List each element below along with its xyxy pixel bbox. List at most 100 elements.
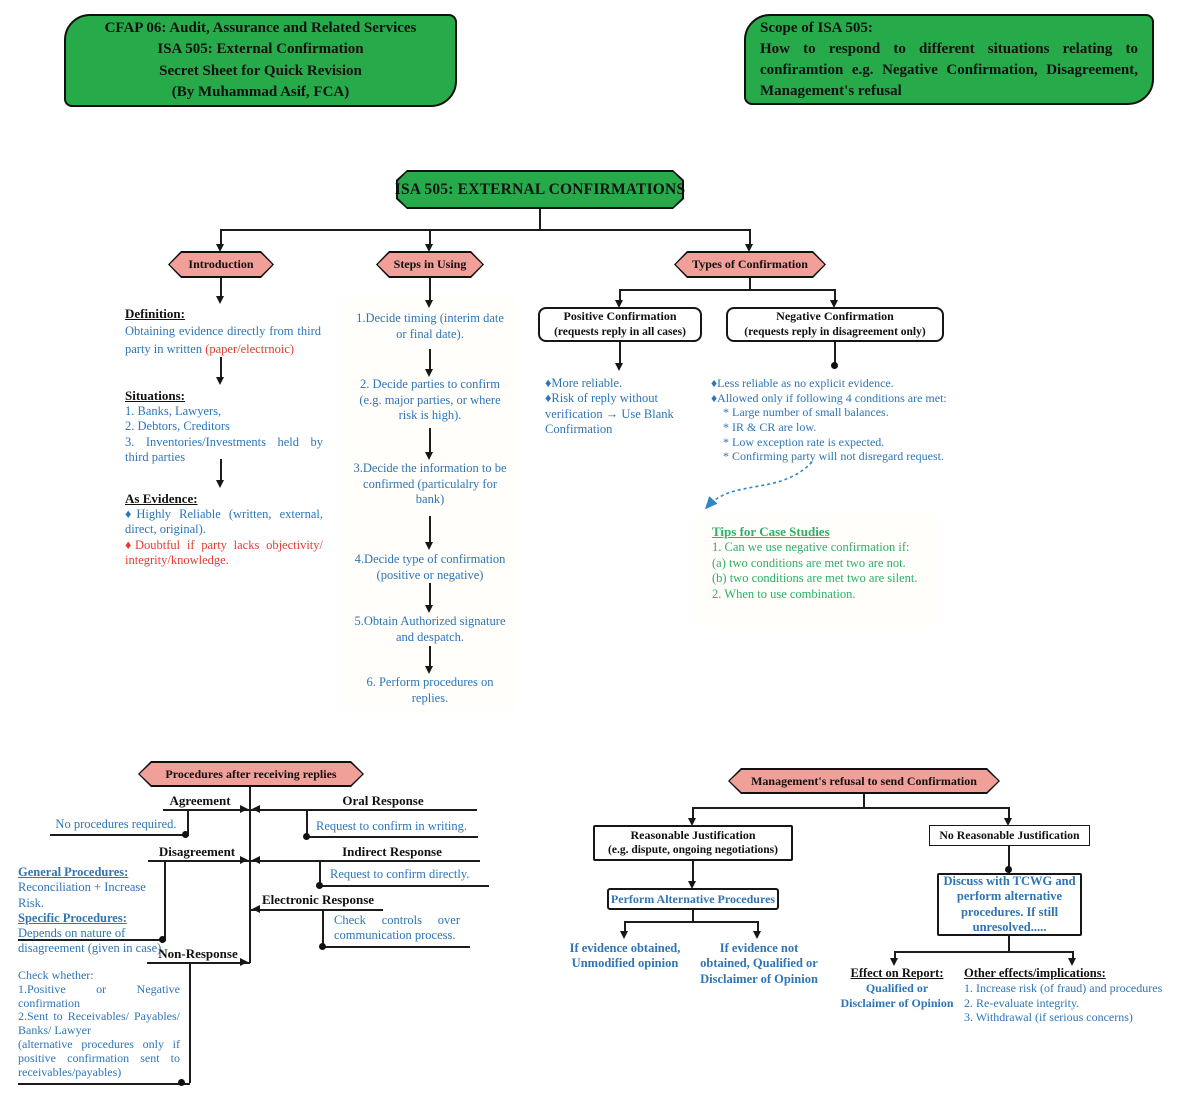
definition-text-blue: Obtaining evidence directly from third p…: [125, 324, 321, 356]
junction-dot: [182, 831, 189, 838]
hex-types-label: Types of Confirmation: [692, 257, 808, 271]
connector-line: [619, 289, 621, 300]
junction-dot: [178, 1079, 185, 1086]
connector-line: [187, 809, 189, 834]
arrowhead-down: [425, 300, 433, 308]
effect-on-report-text: Qualified or Disclaimer of Opinion: [840, 981, 954, 1010]
connector-line: [147, 962, 250, 964]
connector-line: [894, 951, 896, 958]
arrowhead-down: [425, 542, 433, 550]
agreement-label: Agreement: [169, 793, 231, 808]
negative-condition: * Low exception rate is expected.: [723, 434, 885, 449]
connector-line: [1072, 951, 1074, 958]
indirect-response-text: Request to confirm directly.: [330, 867, 470, 881]
tips-wavy-box: Tips for Case Studies 1. Can we use nega…: [696, 514, 938, 626]
arrowhead-down: [745, 244, 753, 252]
scope-body: How to respond to different situations r…: [760, 40, 1138, 99]
evidence-not-obtained-outcome: If evidence not obtained, Qualified or D…: [700, 941, 818, 986]
hex-fill: [170, 253, 273, 277]
connector-line: [163, 809, 250, 811]
connector-line: [539, 209, 541, 229]
hex-introduction-label: Introduction: [188, 257, 254, 271]
step-2: 2. Decide parties to confirm (e.g. major…: [359, 377, 501, 423]
arrowhead-down: [216, 480, 224, 488]
arrowhead-down: [216, 244, 224, 252]
connector-line: [863, 794, 865, 807]
hex-fill: [730, 770, 999, 793]
check-item: 1.Positive or Negative confirmation: [18, 981, 180, 1010]
situations-title: Situations:: [125, 388, 185, 403]
connector-line: [1008, 807, 1010, 818]
perform-alternative-procedures-box: Perform Alternative Procedures: [607, 888, 779, 910]
effect-on-report-title: Effect on Report:: [850, 966, 944, 980]
check-item: (alternative procedures only if positive…: [18, 1036, 180, 1079]
connector-line: [220, 357, 222, 377]
other-effects-title: Other effects/implications:: [964, 966, 1106, 980]
connector-line: [18, 1083, 190, 1085]
definition-block: Definition: Obtaining evidence directly …: [125, 306, 321, 358]
no-reasonable-justification-box: No Reasonable Justification: [929, 825, 1090, 846]
header-left-box: CFAP 06: Audit, Assurance and Related Se…: [64, 14, 457, 107]
hex-types-of-confirmation: Types of Confirmation: [674, 251, 826, 278]
reasonable-title: Reasonable Justification: [630, 827, 756, 842]
hex-steps-label: Steps in Using: [393, 257, 467, 271]
other-effect-item: 1. Increase risk (of fraud) and procedur…: [964, 981, 1163, 995]
connector-line: [619, 342, 621, 363]
connector-line: [164, 860, 166, 939]
check-item: 2.Sent to Receivables/ Payables/ Banks/ …: [18, 1009, 180, 1038]
arrowhead-right: [240, 958, 248, 966]
evidence-obtained-outcome: If evidence obtained, Unmodified opinion: [569, 941, 681, 971]
non-response-block: Check whether: 1.Positive or Negative co…: [18, 968, 180, 1079]
no-reasonable-title: No Reasonable Justification: [939, 827, 1080, 842]
oral-response-label: Oral Response: [342, 793, 424, 808]
general-procedures-text: Reconciliation + Increase Risk.: [18, 880, 146, 910]
connector-line: [220, 278, 222, 296]
junction-dot: [1005, 866, 1012, 873]
perform-alternative-label: Perform Alternative Procedures: [610, 891, 776, 906]
header-right-box: Scope of ISA 505: How to respond to diff…: [744, 14, 1154, 105]
hex-procedures-after-replies: Procedures after receiving replies: [138, 761, 364, 787]
connector-line: [50, 834, 189, 836]
negative-title: Negative Confirmation: [776, 309, 894, 324]
step-5: 5.Obtain Authorized signature and despat…: [354, 614, 506, 644]
arrowhead-down: [425, 244, 433, 252]
specific-procedures-title: Specific Procedures:: [18, 910, 127, 925]
situations-block: Situations: 1. Banks, Lawyers, 2. Debtor…: [125, 388, 323, 465]
connector-line: [429, 646, 431, 666]
negative-condition: * IR & CR are low.: [723, 419, 817, 434]
connector-line: [1008, 846, 1010, 873]
non-response-label: Non-Response: [158, 946, 238, 961]
connector-line: [18, 939, 166, 941]
connector-line: [429, 229, 431, 244]
connector-line: [429, 349, 431, 369]
discuss-tcwg-text: Discuss with TCWG and perform alternativ…: [943, 874, 1076, 934]
step-4: 4.Decide type of confirmation (positive …: [354, 552, 506, 582]
as-evidence-block: As Evidence: ♦Highly Reliable (written, …: [125, 491, 323, 568]
connector-line: [834, 289, 836, 300]
scope-title: Scope of ISA 505:: [760, 19, 873, 36]
arrowhead-left: [252, 805, 260, 813]
connector-line: [322, 946, 470, 948]
evidence-doubtful-text: ♦Doubtful if party lacks objectivity/ in…: [125, 537, 323, 567]
hex-fill: [676, 253, 825, 277]
arrowhead-down: [615, 363, 623, 371]
junction-dot: [831, 362, 838, 369]
hex-steps-in-using: Steps in Using: [376, 251, 484, 278]
tips-line: 1. Can we use negative confirmation if:: [712, 540, 910, 555]
evidence-reliable-text: ♦Highly Reliable (written, external, dir…: [125, 507, 323, 537]
tips-line: (b) two conditions are met two are silen…: [712, 571, 918, 586]
positive-subtitle: (requests reply in all cases): [554, 325, 686, 338]
arrowhead-right: [240, 856, 248, 864]
arrowhead-left: [252, 905, 260, 913]
negative-condition: * Confirming party will not disregard re…: [723, 449, 944, 464]
connector-line: [429, 516, 431, 542]
indirect-response-label: Indirect Response: [342, 844, 442, 859]
agreement-response: No procedures required.: [55, 817, 177, 831]
connector-line: [692, 807, 694, 818]
standard-title: ISA 505: External Confirmation: [157, 41, 364, 58]
negative-condition: * Large number of small balances.: [723, 405, 889, 420]
connector-line: [624, 921, 758, 923]
junction-dot: [303, 833, 310, 840]
arrowhead-down: [890, 958, 898, 966]
positive-notes: ♦More reliable. ♦Risk of reply without v…: [545, 376, 691, 437]
